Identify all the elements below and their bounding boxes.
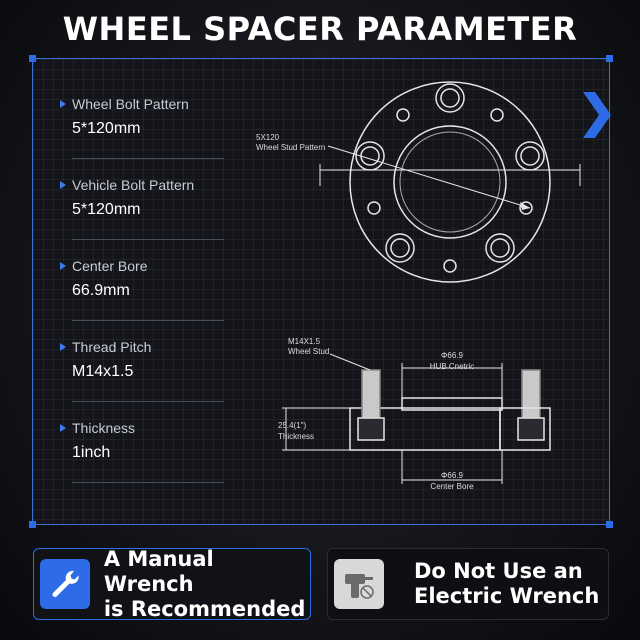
spec-vehicle-bolt-pattern: Vehicle Bolt Pattern 5*120mm — [60, 173, 225, 254]
thickness-dim: 25.4(1") — [278, 421, 307, 430]
manual-banner-line2: is Recommended — [103, 596, 306, 621]
spacer-side-view — [282, 353, 551, 484]
panel-corner-bottom-left — [29, 521, 36, 528]
panel-corner-bottom-right — [606, 521, 613, 528]
spec-wheel-bolt-pattern: Wheel Bolt Pattern 5*120mm — [60, 92, 225, 173]
spec-divider — [72, 482, 224, 483]
stud-label-1: M14X1.5 — [288, 337, 321, 346]
panel-corner-top-left — [29, 55, 36, 62]
spec-divider — [72, 158, 224, 159]
thickness-label: Thickness — [278, 432, 314, 441]
arrow-bullet-icon — [60, 181, 66, 189]
spec-value: 5*120mm — [72, 201, 141, 218]
wrench-icon — [40, 559, 90, 609]
stud-label-2: Wheel Stud — [288, 347, 329, 356]
bore-label: Center Bore — [430, 482, 474, 491]
spec-thread-pitch: Thread Pitch M14x1.5 — [60, 335, 225, 416]
manual-wrench-banner: A Manual Wrench is Recommended — [33, 546, 311, 621]
electric-banner-line2: Electric Wrench — [414, 584, 600, 608]
bore-dim: Φ66.9 — [441, 471, 464, 480]
chevron-right-icon — [583, 92, 611, 138]
spec-list: Wheel Bolt Pattern 5*120mm Vehicle Bolt … — [60, 92, 225, 497]
spacer-diagram: 5X120 Wheel Stud Pattern M14X1.5 Wheel S… — [256, 81, 581, 491]
spec-center-bore: Center Bore 66.9mm — [60, 254, 225, 335]
arrow-bullet-icon — [60, 343, 66, 351]
electric-banner-line1: Do Not Use an — [414, 559, 583, 583]
spec-value: 5*120mm — [72, 120, 141, 137]
spec-label: Vehicle Bolt Pattern — [72, 177, 195, 193]
arrow-bullet-icon — [60, 424, 66, 432]
stud-pattern-label-1: 5X120 — [256, 133, 280, 142]
arrow-bullet-icon — [60, 262, 66, 270]
hub-label: HUB Cnetric — [430, 362, 474, 371]
hub-dim: Φ66.9 — [441, 351, 464, 360]
spec-thickness: Thickness 1inch — [60, 416, 225, 497]
stud-pattern-label-2: Wheel Stud Pattern — [256, 143, 325, 152]
spec-label: Thickness — [72, 420, 136, 436]
manual-banner-line1: A Manual Wrench — [103, 546, 214, 596]
arrow-bullet-icon — [60, 100, 66, 108]
panel-corner-top-right — [606, 55, 613, 62]
parameter-panel — [32, 58, 610, 525]
spec-divider — [72, 239, 224, 240]
spec-value: 1inch — [72, 444, 111, 461]
spec-label: Center Bore — [72, 258, 148, 274]
page-title: WHEEL SPACER PARAMETER — [62, 10, 578, 48]
spec-label: Thread Pitch — [72, 339, 152, 355]
spacer-top-view — [319, 81, 581, 283]
spec-divider — [72, 401, 224, 402]
spec-value: 66.9mm — [72, 282, 130, 299]
spec-value: M14x1.5 — [72, 363, 134, 380]
no-power-drill-icon — [334, 559, 384, 609]
spec-label: Wheel Bolt Pattern — [72, 96, 189, 112]
electric-wrench-banner: Do Not Use an Electric Wrench — [327, 548, 609, 620]
spec-divider — [72, 320, 224, 321]
